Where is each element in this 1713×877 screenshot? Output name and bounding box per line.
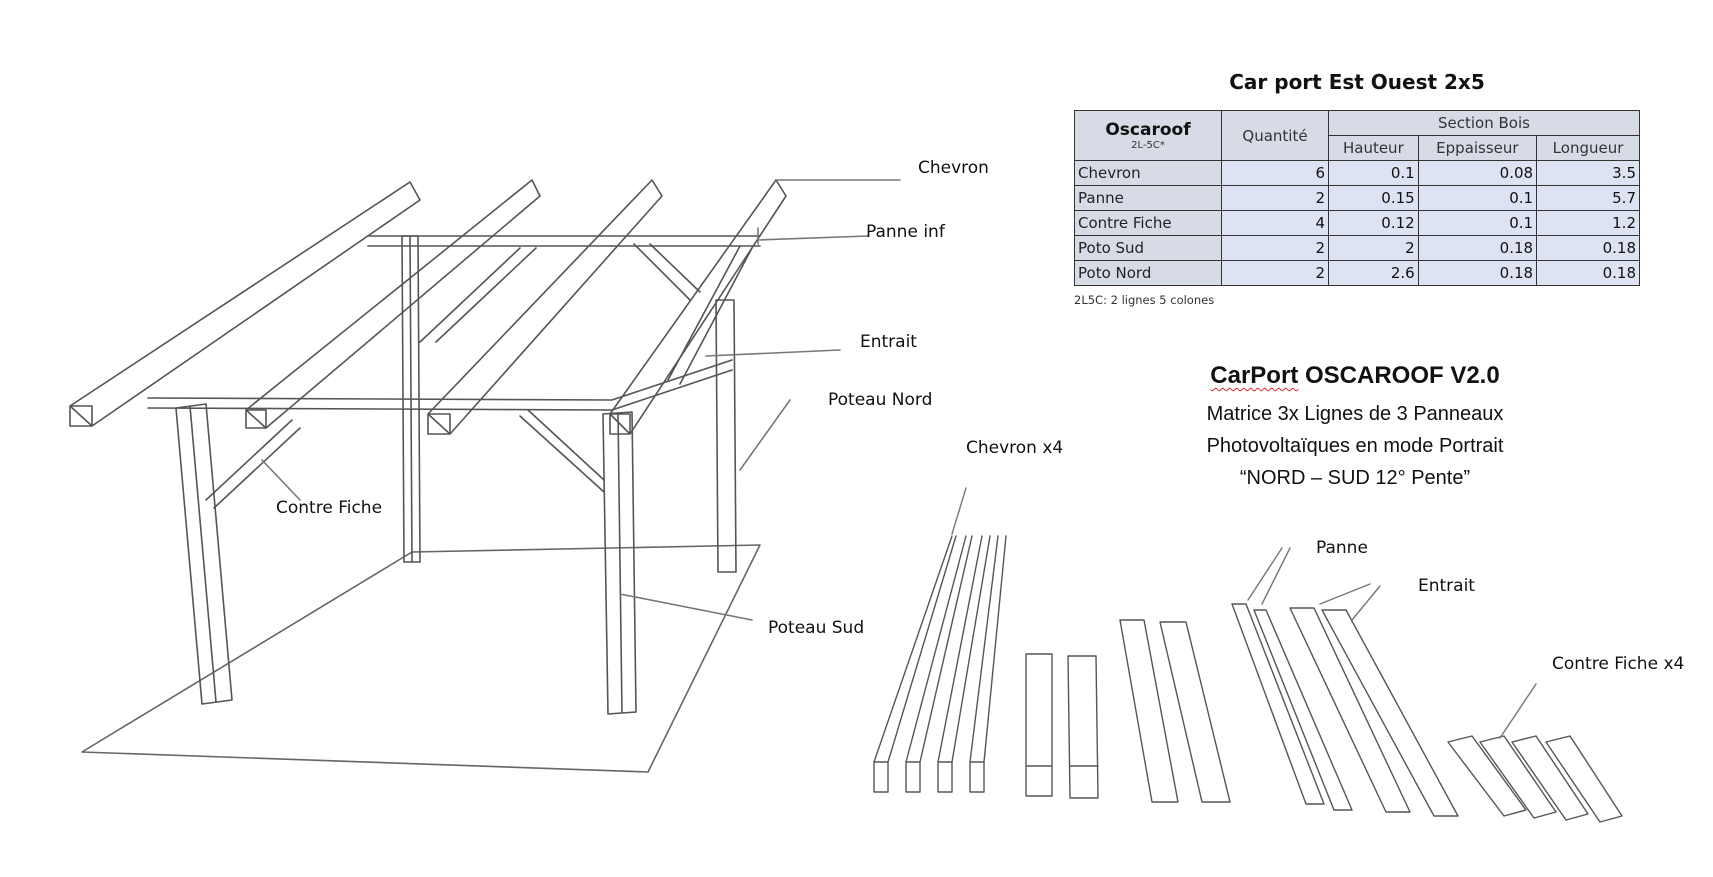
table-row: Contre Fiche 4 0.12 0.1 1.2 xyxy=(1074,210,1640,236)
header-epaisseur: Eppaisseur xyxy=(1417,135,1538,161)
parts-sketch xyxy=(873,487,1623,823)
carport-assembly-sketch xyxy=(69,179,901,773)
cell-hauteur: 0.15 xyxy=(1328,185,1419,211)
part-contre-fiche-4 xyxy=(1545,735,1623,823)
part-poteau-2 xyxy=(1067,655,1099,799)
label-entrait-parts: Entrait xyxy=(1418,576,1475,596)
cell-name: Panne xyxy=(1074,185,1222,211)
part-chevron-2 xyxy=(905,535,973,793)
spec-table: Oscaroof 2L-5C* Quantité Section Bois Ha… xyxy=(1074,110,1640,286)
cell-longueur: 0.18 xyxy=(1536,260,1640,286)
cell-longueur: 0.18 xyxy=(1536,235,1640,261)
cell-hauteur: 0.1 xyxy=(1328,160,1419,186)
cell-quantite: 2 xyxy=(1221,235,1329,261)
product-title-part1: CarPort xyxy=(1210,362,1299,389)
product-line-3: “NORD – SUD 12° Pente” xyxy=(1239,467,1471,489)
leader-panne xyxy=(1247,547,1291,605)
rafter-2 xyxy=(245,179,541,429)
product-block: CarPort OSCAROOF V2.0 Matrice 3x Lignes … xyxy=(1180,362,1530,494)
rafter-1 xyxy=(69,181,421,427)
side-entrait xyxy=(419,245,753,385)
label-panne-inf: Panne inf xyxy=(866,222,945,242)
cell-longueur: 1.2 xyxy=(1536,210,1640,236)
leader-panne-inf xyxy=(757,227,869,245)
leader-contre-fiche xyxy=(261,459,301,501)
cell-quantite: 4 xyxy=(1221,210,1329,236)
cell-quantite: 2 xyxy=(1221,185,1329,211)
rafter-3 xyxy=(427,179,663,435)
product-line-1: Matrice 3x Lignes de 3 Panneaux xyxy=(1206,403,1504,425)
label-poteau-sud: Poteau Sud xyxy=(768,618,865,638)
product-title-part2: OSCAROOF V2.0 xyxy=(1304,362,1500,389)
cell-name: Chevron xyxy=(1074,160,1222,186)
back-post-right xyxy=(715,299,737,573)
table-row: Chevron 6 0.1 0.08 3.5 xyxy=(1074,160,1640,186)
label-contre-fiche: Contre Fiche xyxy=(276,498,383,518)
cell-quantite: 2 xyxy=(1221,260,1329,286)
cell-name: Poto Nord xyxy=(1074,260,1222,286)
table-footnote: 2L5C: 2 lignes 5 colones xyxy=(1074,293,1215,307)
label-chevron-x4: Chevron x4 xyxy=(966,438,1064,458)
cell-quantite: 6 xyxy=(1221,160,1329,186)
label-panne: Panne xyxy=(1316,538,1368,558)
cell-longueur: 5.7 xyxy=(1536,185,1640,211)
product-title: CarPort OSCAROOF V2.0 xyxy=(1180,362,1530,390)
cell-hauteur: 0.12 xyxy=(1328,210,1419,236)
table-row: Poto Nord 2 2.6 0.18 0.18 xyxy=(1074,260,1640,286)
cell-hauteur: 2 xyxy=(1328,235,1419,261)
brand-header-cell: Oscaroof 2L-5C* xyxy=(1074,110,1222,161)
cell-longueur: 3.5 xyxy=(1536,160,1640,186)
part-contre-fiche-1 xyxy=(1447,735,1527,817)
part-contre-fiche-3 xyxy=(1511,735,1589,821)
header-quantite: Quantité xyxy=(1221,110,1329,161)
part-entrait-1 xyxy=(1289,607,1411,813)
rafter-4 xyxy=(609,179,787,435)
table-title: Car port Est Ouest 2x5 xyxy=(1229,70,1485,94)
header-hauteur: Hauteur xyxy=(1328,135,1419,161)
leader-chevron-x4 xyxy=(951,487,967,535)
label-poteau-nord: Poteau Nord xyxy=(828,390,933,410)
part-chevron-1 xyxy=(873,535,957,793)
brand-code: 2L-5C* xyxy=(1131,140,1165,151)
brace-back xyxy=(633,243,701,301)
part-panne-2 xyxy=(1253,609,1353,811)
cell-name: Poto Sud xyxy=(1074,235,1222,261)
brand-name: Oscaroof xyxy=(1105,120,1191,140)
part-poteau-1 xyxy=(1025,653,1053,797)
ground-plate xyxy=(81,544,761,773)
label-contre-fiche-x4: Contre Fiche x4 xyxy=(1552,654,1685,674)
product-line-2: Photovoltaïques en mode Portrait xyxy=(1206,435,1504,457)
label-entrait: Entrait xyxy=(860,332,917,352)
back-beam xyxy=(367,235,761,247)
label-chevron: Chevron xyxy=(918,158,989,178)
header-longueur: Longueur xyxy=(1536,135,1640,161)
part-poteau-3 xyxy=(1119,619,1179,803)
header-section-bois: Section Bois xyxy=(1328,110,1640,136)
front-post-left xyxy=(175,403,233,705)
cell-name: Contre Fiche xyxy=(1074,210,1222,236)
leader-poteau-sud xyxy=(619,593,753,621)
cell-epaisseur: 0.1 xyxy=(1417,185,1538,211)
front-post-right xyxy=(602,411,637,715)
part-chevron-3 xyxy=(937,535,991,793)
cell-hauteur: 2.6 xyxy=(1328,260,1419,286)
table-row: Poto Sud 2 2 0.18 0.18 xyxy=(1074,235,1640,261)
cell-epaisseur: 0.08 xyxy=(1417,160,1538,186)
leader-entrait xyxy=(705,349,841,357)
brace-left xyxy=(205,419,301,509)
cell-epaisseur: 0.18 xyxy=(1417,260,1538,286)
brace-right xyxy=(519,409,605,493)
part-poteau-4 xyxy=(1159,621,1231,803)
part-contre-fiche-2 xyxy=(1479,735,1557,819)
part-panne-1 xyxy=(1231,603,1325,805)
part-entrait-2 xyxy=(1321,609,1459,817)
leader-contre-fiche-x4 xyxy=(1499,683,1537,739)
leader-entrait-parts xyxy=(1319,583,1381,621)
part-chevron-4 xyxy=(969,535,1007,793)
cell-epaisseur: 0.18 xyxy=(1417,235,1538,261)
leader-poteau-nord xyxy=(739,399,791,471)
table-row: Panne 2 0.15 0.1 5.7 xyxy=(1074,185,1640,211)
cell-epaisseur: 0.1 xyxy=(1417,210,1538,236)
